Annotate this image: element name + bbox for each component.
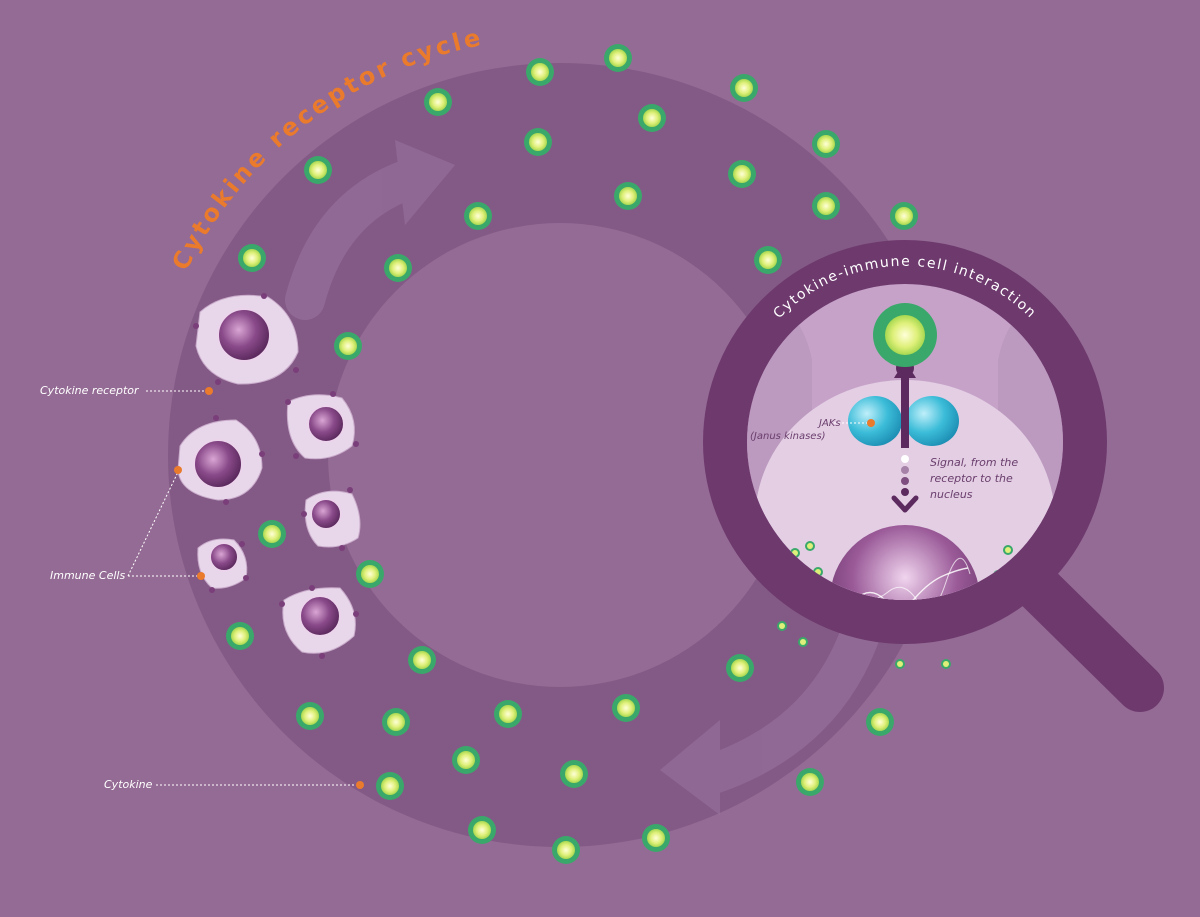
cytokine <box>612 694 640 722</box>
cytokine <box>560 760 588 788</box>
cytokine <box>812 130 840 158</box>
cytokine <box>552 836 580 864</box>
cytokine <box>258 520 286 548</box>
cytokine <box>296 702 324 730</box>
signal-label-line: nucleus <box>930 488 973 501</box>
cytokine <box>424 88 452 116</box>
cytokine <box>494 700 522 728</box>
cytokine <box>728 160 756 188</box>
cytokine <box>638 104 666 132</box>
signal-dot <box>901 477 909 485</box>
cytokine <box>524 128 552 156</box>
magnifier: Cytokine-immune cell interaction <box>703 240 1164 712</box>
cytokine <box>812 192 840 220</box>
cytokine-marker <box>356 781 364 789</box>
cytokine <box>754 246 782 274</box>
jak-right <box>905 396 959 446</box>
immune-cell <box>279 585 359 659</box>
cytokine <box>614 182 642 210</box>
jaks-label-line: (Janus kinases) <box>750 431 826 442</box>
cytokine <box>304 156 332 184</box>
callouts <box>127 387 867 789</box>
cytokine <box>730 74 758 102</box>
cytokine <box>796 768 824 796</box>
nucleus <box>830 525 980 600</box>
immune-cells-group <box>175 293 361 659</box>
receptor-marker <box>205 387 213 395</box>
cytokine <box>226 622 254 650</box>
cycle-arrow-top <box>285 140 455 320</box>
cytokine <box>238 244 266 272</box>
immune-cell <box>301 487 361 551</box>
cytokine <box>356 560 384 588</box>
cycle-arrow-bottom <box>660 600 885 815</box>
cytokine <box>408 646 436 674</box>
immune-cell <box>197 538 249 593</box>
signal-label: Signal, from the receptor to the nucleus <box>930 455 1018 503</box>
cytokine <box>376 772 404 800</box>
immune-cell-marker <box>174 466 182 474</box>
cytokine-receptor-label: Cytokine receptor <box>40 384 139 397</box>
jak-left <box>848 396 902 446</box>
jaks-label: JAKs (Janus kinases) <box>750 417 841 443</box>
cytokine <box>866 708 894 736</box>
immune-cell <box>285 391 359 460</box>
cytokine <box>468 816 496 844</box>
signal-label-line: receptor to the <box>930 472 1013 485</box>
cytokine <box>526 58 554 86</box>
cytokine <box>464 202 492 230</box>
cytokine <box>384 254 412 282</box>
immune-cell-marker <box>197 572 205 580</box>
cytokine <box>382 708 410 736</box>
bound-cytokine <box>873 303 937 367</box>
signal-dot <box>901 488 909 496</box>
immune-cell <box>193 293 299 385</box>
cytokine <box>452 746 480 774</box>
signal-label-line: Signal, from the <box>930 456 1019 469</box>
cytokine <box>726 654 754 682</box>
ring-inner-area <box>328 223 792 687</box>
jak-marker <box>867 419 875 427</box>
immune-cell <box>175 415 265 505</box>
small-cytokines-group <box>777 621 951 669</box>
cytokine <box>604 44 632 72</box>
signal-arrow <box>891 495 919 513</box>
jaks-label-line: JAKs <box>819 418 841 429</box>
immune-cells-label: Immune Cells <box>50 569 126 582</box>
signal-dot <box>901 466 909 474</box>
cytokine <box>890 202 918 230</box>
cytokine-label: Cytokine <box>104 778 153 791</box>
cytokine <box>642 824 670 852</box>
signal-dot <box>901 455 909 463</box>
cytokine <box>334 332 362 360</box>
receptor-stem <box>901 378 909 448</box>
